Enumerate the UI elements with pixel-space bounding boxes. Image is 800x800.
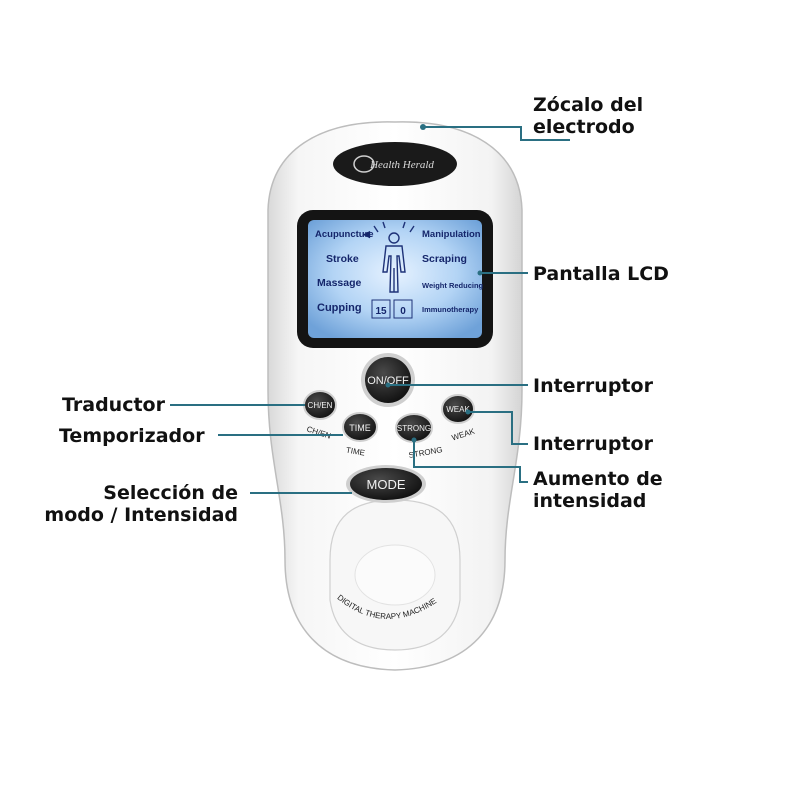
lcd-mode-right-4: Immunotherapy bbox=[422, 305, 479, 314]
label-intensity-increase: Aumento de intensidad bbox=[533, 468, 663, 512]
label-power-switch: Interruptor bbox=[533, 375, 653, 397]
lcd-mode-right-2: Scraping bbox=[422, 253, 467, 265]
dot-on-off bbox=[385, 382, 391, 388]
label-electrode-socket-line2: electrodo bbox=[533, 116, 635, 138]
lcd-mode-left-3: Massage bbox=[317, 277, 362, 289]
weak-button[interactable] bbox=[441, 394, 475, 424]
human-body-icon bbox=[373, 221, 415, 293]
lcd-mode-left-2: Stroke bbox=[326, 253, 359, 265]
label-mode-select: Selección de modo / Intensidad bbox=[38, 482, 238, 526]
logo-icon bbox=[353, 155, 375, 173]
strong-label: STRONG bbox=[397, 424, 431, 433]
weak-label: WEAK bbox=[446, 405, 470, 414]
lcd-arrow-icon: ◀ bbox=[362, 229, 371, 239]
lcd-mode-right-1: Manipulation bbox=[422, 229, 481, 240]
label-timer: Temporizador bbox=[59, 425, 205, 447]
lcd-intensity-digits: 0 bbox=[400, 306, 406, 317]
label-weak-switch: Interruptor bbox=[533, 433, 653, 455]
time-button[interactable] bbox=[342, 412, 378, 442]
time-caption: TIME bbox=[345, 445, 365, 457]
callout-lines bbox=[170, 126, 570, 494]
label-electrode-socket: Zócalo del electrodo bbox=[533, 94, 643, 138]
lcd-timer-box bbox=[371, 299, 391, 319]
lcd-mode-left-4: Cupping bbox=[317, 302, 362, 314]
label-mode-select-line2: modo / Intensidad bbox=[44, 504, 238, 526]
callout-dots bbox=[385, 270, 483, 443]
leader-strong bbox=[413, 440, 528, 483]
brand-name: Health Herald bbox=[369, 159, 434, 171]
ch-en-label: CH/EN bbox=[308, 401, 333, 410]
label-intensity-increase-line1: Aumento de bbox=[533, 468, 663, 490]
leader-weak bbox=[468, 411, 528, 445]
dot-strong bbox=[411, 437, 417, 443]
label-lcd-screen: Pantalla LCD bbox=[533, 263, 669, 285]
lcd-screen bbox=[308, 220, 482, 338]
on-off-button[interactable] bbox=[365, 357, 411, 403]
label-intensity-increase-line2: intensidad bbox=[533, 490, 647, 512]
mode-label: MODE bbox=[367, 477, 406, 492]
mode-button[interactable] bbox=[350, 468, 422, 500]
device-highlight bbox=[354, 544, 436, 606]
label-electrode-socket-line1: Zócalo del bbox=[533, 94, 644, 116]
label-translator: Traductor bbox=[62, 394, 165, 416]
brand-badge bbox=[333, 142, 457, 186]
lcd-mode-left-1: Acupuncture bbox=[315, 229, 374, 240]
label-mode-select-line1: Selección de bbox=[103, 482, 238, 504]
time-label: TIME bbox=[349, 423, 371, 433]
leader-electrode-socket bbox=[423, 126, 570, 141]
lcd-timer-digits: 15 bbox=[375, 306, 387, 317]
lcd-mode-right-3: Weight Reducing bbox=[422, 281, 484, 290]
lcd-intensity-box bbox=[393, 299, 413, 319]
dot-weak bbox=[465, 409, 471, 415]
dot-lcd bbox=[477, 270, 483, 276]
